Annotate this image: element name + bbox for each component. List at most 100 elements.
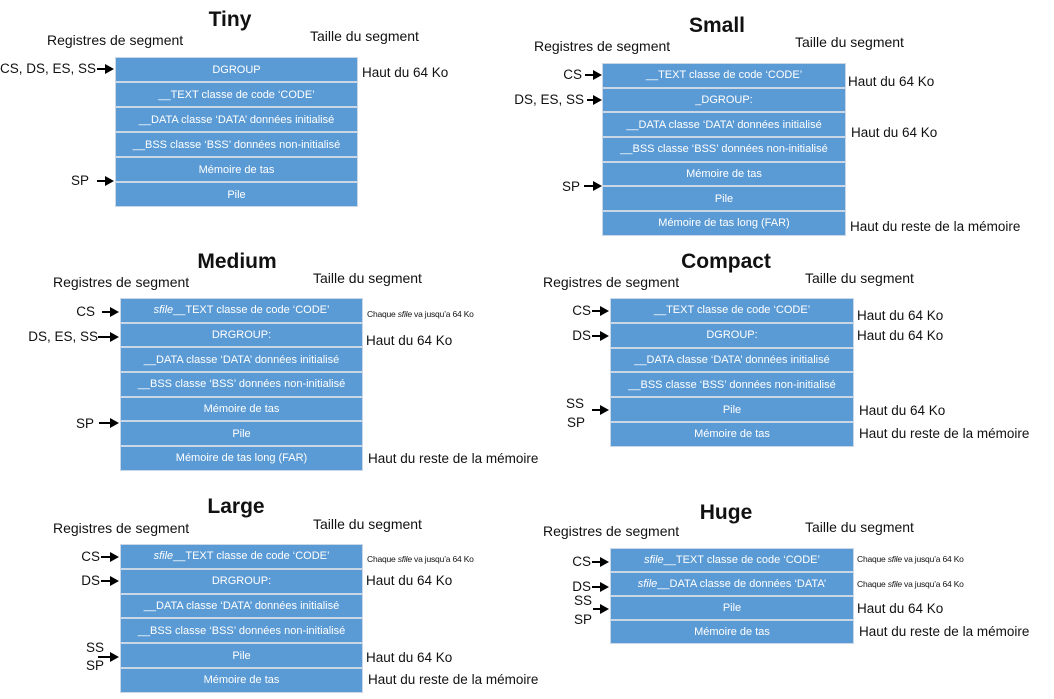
register-label: DS xyxy=(572,579,591,594)
segment-row: Mémoire de tas xyxy=(121,668,362,692)
segment-row: Mémoire de tas xyxy=(116,158,357,181)
arrow-right-icon xyxy=(102,307,119,317)
segment-stack: __TEXT classe de code ‘CODE’ DGROUP: __D… xyxy=(610,298,854,447)
note-sfile: sfile xyxy=(887,554,902,564)
segment-row: __DATA classe ‘DATA’ données initialisé xyxy=(611,348,853,372)
segment-size-label: Haut du reste de la mémoire xyxy=(850,219,1021,234)
register-label: SP xyxy=(561,179,580,194)
segment-size-label: Haut du 64 Ko xyxy=(366,650,453,665)
arrow-right-icon xyxy=(585,70,602,80)
registers-header: Registres de segment xyxy=(47,32,184,48)
segment-row: __TEXT classe de code ‘CODE’ xyxy=(611,299,853,322)
segment-row: Mémoire de tas xyxy=(121,397,362,421)
arrow-right-icon xyxy=(98,652,119,662)
segment-row: __DATA classe ‘DATA’ données initialisé xyxy=(121,594,362,618)
segment-size-note: Chaque sfile va jusqu’a 64 Ko xyxy=(367,309,474,319)
arrow-right-icon xyxy=(592,582,609,592)
segment-text: __DATA classe de données ‘DATA’ xyxy=(657,578,827,590)
model-title: Medium xyxy=(197,250,277,273)
register-label: CS, DS, ES, SS xyxy=(0,61,96,76)
segment-size-note: Chaque sfile va jusqu’a 64 Ko xyxy=(857,554,964,564)
segment-size-label: Haut du 64 Ko xyxy=(366,333,453,348)
sfile-prefix: sfile xyxy=(637,578,658,590)
segment-row: __BSS classe ‘BSS’ données non-initialis… xyxy=(121,619,362,643)
segment-row: Mémoire de tas xyxy=(611,621,853,643)
segment-size-label: Haut du 64 Ko xyxy=(857,601,944,616)
arrow-right-icon xyxy=(587,95,602,105)
arrow-right-icon xyxy=(592,306,609,316)
register-label: CS xyxy=(572,554,591,569)
segment-size-note: Chaque sfile va jusqu’a 64 Ko xyxy=(367,554,474,564)
arrow-right-icon xyxy=(592,557,609,567)
arrow-right-icon xyxy=(584,181,602,191)
segment-size-label: Haut du 64 Ko xyxy=(859,403,946,418)
note-text: va jusqu’a 64 Ko xyxy=(901,579,964,589)
size-header: Taille du segment xyxy=(805,519,914,535)
note-sfile: sfile xyxy=(887,579,902,589)
size-header: Taille du segment xyxy=(795,34,904,50)
segment-size-label: Haut du 64 Ko xyxy=(857,328,944,343)
segment-row: __BSS classe ‘BSS’ données non-initialis… xyxy=(611,373,853,397)
register-label: CS xyxy=(572,303,591,318)
arrow-right-icon xyxy=(593,604,609,614)
arrow-right-icon xyxy=(99,418,119,428)
segment-row: __DATA classe ‘DATA’ données initialisé xyxy=(116,108,357,131)
register-label: SP xyxy=(70,173,89,188)
segment-size-label: Haut du 64 Ko xyxy=(848,74,935,89)
sfile-prefix: sfile xyxy=(153,304,174,317)
segment-row: sfile__DATA classe de données ‘DATA’ xyxy=(611,573,853,595)
segment-text: __TEXT classe de code ‘CODE’ xyxy=(173,550,330,563)
segment-text: __TEXT classe de code ‘CODE’ xyxy=(663,554,820,566)
segment-size-note: Chaque sfile va jusqu’a 64 Ko xyxy=(857,579,964,589)
segment-row: Mémoire de tas xyxy=(611,422,853,446)
note-sfile: sfile xyxy=(397,309,412,319)
register-label: DS, ES, SS xyxy=(514,92,584,107)
segment-text: __TEXT classe de code ‘CODE’ xyxy=(173,304,330,317)
note-text: va jusqu’a 64 Ko xyxy=(411,554,474,564)
size-header: Taille du segment xyxy=(313,516,422,532)
segment-row: DGROUP xyxy=(116,58,357,81)
model-title: Large xyxy=(207,495,265,518)
register-label: DS xyxy=(81,573,100,588)
registers-header: Registres de segment xyxy=(534,38,671,54)
register-label: SS xyxy=(565,396,584,411)
segment-size-label: Haut du reste de la mémoire xyxy=(368,672,539,687)
segment-row: __BSS classe ‘BSS’ données non-initialis… xyxy=(121,373,362,396)
registers-header: Registres de segment xyxy=(543,274,680,290)
segment-size-label: Haut du 64 Ko xyxy=(857,308,944,323)
register-label: CS xyxy=(81,549,100,564)
segment-row: __DATA classe ‘DATA’ données initialisé xyxy=(121,348,362,372)
segment-row: Mémoire de tas long (FAR) xyxy=(121,447,362,470)
segment-size-label: Haut du reste de la mémoire xyxy=(859,426,1030,441)
note-text: Chaque xyxy=(857,579,888,589)
arrow-right-icon xyxy=(101,576,119,586)
register-label: CS xyxy=(76,304,95,319)
segment-size-label: Haut du reste de la mémoire xyxy=(368,451,539,466)
segment-row: sfile__TEXT classe de code ‘CODE’ xyxy=(121,299,362,322)
segment-stack: sfile__TEXT classe de code ‘CODE’ DRGROU… xyxy=(120,298,363,471)
sfile-prefix: sfile xyxy=(644,554,664,566)
note-text: va jusqu’a 64 Ko xyxy=(411,309,474,319)
segment-row: __TEXT classe de code ‘CODE’ xyxy=(603,64,845,87)
arrow-right-icon xyxy=(97,64,114,74)
segment-row: Pile xyxy=(611,398,853,421)
segment-row: DRGROUP: xyxy=(121,569,362,593)
segment-stack: __TEXT classe de code ‘CODE’ _DGROUP: __… xyxy=(602,63,846,236)
register-label: SP xyxy=(566,415,585,430)
segment-stack: DGROUP __TEXT classe de code ‘CODE’ __DA… xyxy=(115,57,358,207)
segment-row: Mémoire de tas long (FAR) xyxy=(603,212,845,235)
segment-row: __TEXT classe de code ‘CODE’ xyxy=(116,83,357,106)
arrow-right-icon xyxy=(592,331,609,341)
note-text: Chaque xyxy=(857,554,888,564)
note-text: Chaque xyxy=(367,309,398,319)
register-label: DS xyxy=(572,328,591,343)
segment-row: Pile xyxy=(611,597,853,619)
size-header: Taille du segment xyxy=(313,270,422,286)
registers-header: Registres de segment xyxy=(53,520,190,536)
model-title: Huge xyxy=(699,501,753,524)
register-label: CS xyxy=(563,67,582,82)
register-label: SP xyxy=(85,658,104,673)
size-header: Taille du segment xyxy=(310,28,419,44)
segment-size-label: Haut du 64 Ko xyxy=(366,573,453,588)
registers-header: Registres de segment xyxy=(543,523,680,539)
